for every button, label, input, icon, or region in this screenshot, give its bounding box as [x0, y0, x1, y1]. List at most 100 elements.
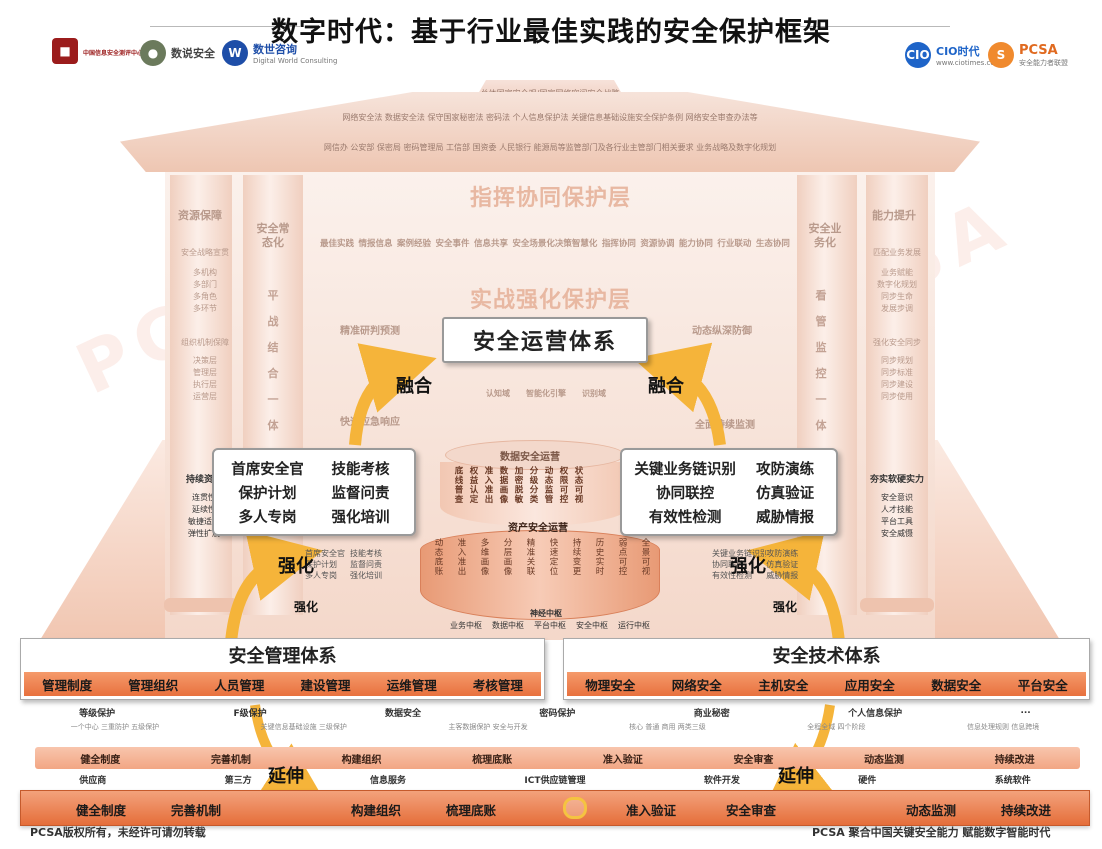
left-col-item: 组织机制保障 — [181, 338, 229, 347]
right-bottom-block: 夯实软硬实力 安全意识 人才技能 平台工具 安全威慑 — [868, 474, 926, 540]
protection-ghost: 全程全域 四个阶段 — [807, 723, 866, 731]
right-vertical-text: 看管监控一体 — [815, 289, 827, 432]
center-item: 认知域 — [486, 389, 510, 398]
strengthen-label-right: 强化 — [730, 556, 766, 577]
mgmt-card-item: 多人专岗 — [238, 509, 297, 526]
fuse-label-right: 融合 — [648, 376, 684, 397]
command-item: 资源协调 — [640, 239, 675, 249]
protection-row: 等级保护 F级保护 数据安全 密码保护 商业秘密 个人信息保护 ... — [20, 706, 1090, 719]
roof-line-3: 网信办 公安部 保密局 密码管理局 工信部 国资委 人民银行 能源局等监管部门及… — [323, 143, 777, 152]
supply-item: ICT供应链管理 — [524, 776, 586, 786]
command-item: 行业联动 — [717, 239, 752, 249]
command-item: 信息共享 — [473, 239, 508, 249]
logo-right-1-text: CIO时代 — [936, 45, 980, 58]
left-col-item: 执行层 — [193, 380, 217, 389]
tech-item: 应用安全 — [844, 677, 895, 693]
sub-left: 精准研判预测 — [340, 326, 400, 337]
supply-item: 软件开发 — [703, 776, 740, 786]
mgmt-ghost-item: 首席安全官 — [305, 549, 345, 558]
left-col-item: 决策层 — [193, 356, 217, 365]
bottom-item: 构建组织 — [351, 803, 402, 818]
command-item: 生态协同 — [755, 239, 790, 249]
right-col-item: 发展步调 — [881, 304, 913, 313]
asset-ops-cols: 动态底账 准入准出 多维画像 分层画像 精准关联 快速定位 持续变更 历史实时 … — [432, 538, 651, 576]
command-item: 指挥协同 — [601, 239, 636, 249]
left-col-item: 安全战略宣贯 — [181, 248, 229, 257]
mgmt-item: 建设管理 — [300, 677, 351, 693]
tech-system-row: 物理安全 网络安全 主机安全 应用安全 数据安全 平台安全 — [567, 672, 1086, 696]
center-item: 识别域 — [582, 389, 606, 398]
supply-item: 硬件 — [858, 776, 877, 786]
logo-right-1-sub: www.ciotimes.com — [936, 59, 1002, 67]
left-bottom-item: 延续性 — [192, 505, 216, 514]
protection-ghost: 信息处理规则 信息跨境 — [967, 723, 1040, 731]
mgmt-item: 管理制度 — [42, 677, 93, 693]
cyl-col: 动态监管 — [543, 466, 553, 504]
right-col-item: 同步使用 — [881, 392, 913, 401]
combat-layer-title: 实战强化保护层 — [470, 288, 632, 313]
data-ops-cylinder — [440, 462, 630, 526]
mgmt-ghost-item: 强化培训 — [350, 571, 382, 580]
tech-ghost-item: 有效性检测 — [712, 571, 752, 580]
logo-left-3-text: 数世咨询 — [253, 43, 297, 56]
tech-item: 网络安全 — [671, 677, 722, 693]
pillar-outer-right — [866, 175, 928, 615]
asset-ops-cylinder — [420, 530, 660, 620]
left-top-label: 安全常态化 — [256, 222, 290, 249]
mgmt-card-item: 强化培训 — [331, 509, 390, 526]
mgmt-card-item: 监督问责 — [331, 485, 390, 502]
right-bottom-item: 安全威慑 — [881, 529, 913, 538]
mgmt-card-item: 保护计划 — [238, 485, 297, 502]
command-item: 安全场景化决策智慧化 — [512, 239, 598, 249]
right-bottom-item: 人才技能 — [881, 505, 913, 514]
mgmt-card-ghost: 首席安全官 技能考核 保护计划 监督问责 多人专岗 强化培训 — [305, 548, 395, 581]
cyl-col: 准入准出 — [483, 466, 493, 504]
mgmt-item: 运维管理 — [386, 677, 437, 693]
command-item: 最佳实践 — [320, 239, 355, 249]
fuse-arrow-right — [633, 342, 726, 446]
band-item: 完善机制 — [210, 754, 251, 766]
strengthen-label-left-small: 强化 — [294, 600, 319, 614]
tech-item: 主机安全 — [758, 677, 809, 693]
bottom-item: 梳理底账 — [446, 803, 497, 818]
title-rule-right — [800, 26, 950, 27]
cyl-col: 动态底账 — [433, 538, 443, 576]
cyl-col: 多维画像 — [479, 538, 489, 576]
tech-ghost-item: 仿真验证 — [766, 560, 799, 569]
right-col-item: 同步建设 — [881, 380, 913, 389]
fuse-label-left: 融合 — [396, 376, 432, 397]
hub-item: 数据中枢 — [492, 621, 524, 630]
right-bottom-title: 夯实软硬实力 — [869, 475, 924, 485]
protection-ghost: 一个中心 三重防护 五级保护 — [70, 723, 160, 731]
bottom-item: 准入验证 — [626, 803, 677, 818]
protection-ghost: 核心 普通 商用 两类三级 — [629, 723, 706, 731]
right-bottom-item: 安全意识 — [881, 493, 913, 502]
tech-card-ghost: 关键业务链识别 攻防演练 协同联控 仿真验证 有效性检测 威胁情报 — [712, 548, 808, 581]
mgmt-card-item: 首席安全官 — [231, 461, 304, 478]
logo-right-2-sub: 安全能力者联盟 — [1019, 58, 1068, 67]
extend-label-right: 延伸 — [778, 766, 814, 787]
mgmt-item: 考核管理 — [472, 677, 523, 693]
hub-item: 平台中枢 — [534, 621, 566, 630]
left-col-title: 资源保障 — [178, 209, 222, 222]
bottom-item: 完善机制 — [171, 803, 222, 818]
owl-icon: ● — [140, 40, 166, 66]
cyl-col: 历史实时 — [594, 538, 604, 576]
logo-right-2-text: PCSA — [1019, 42, 1058, 58]
pcsa-icon: S — [988, 42, 1014, 68]
mgmt-system: 安全管理体系 管理制度 管理组织 人员管理 建设管理 运维管理 考核管理 — [20, 638, 545, 700]
cyl-col: 准入准出 — [456, 538, 466, 576]
cyl-col: 分级分类 — [528, 466, 538, 504]
mgmt-ghost-item: 技能考核 — [350, 549, 382, 558]
cyl-col: 快速定位 — [548, 538, 558, 576]
protection-item: F级保护 — [233, 709, 267, 719]
extend-label-left: 延伸 — [268, 766, 304, 787]
left-col-item: 多机构 — [193, 268, 217, 277]
right-col-item: 同步标准 — [881, 368, 913, 377]
band-item: 安全审查 — [733, 754, 774, 766]
tech-system-title: 安全技术体系 — [772, 646, 881, 667]
center-item: 智能化引擎 — [526, 389, 566, 398]
right-col-item: 强化安全同步 — [873, 338, 921, 347]
cycle-icon — [563, 797, 587, 819]
